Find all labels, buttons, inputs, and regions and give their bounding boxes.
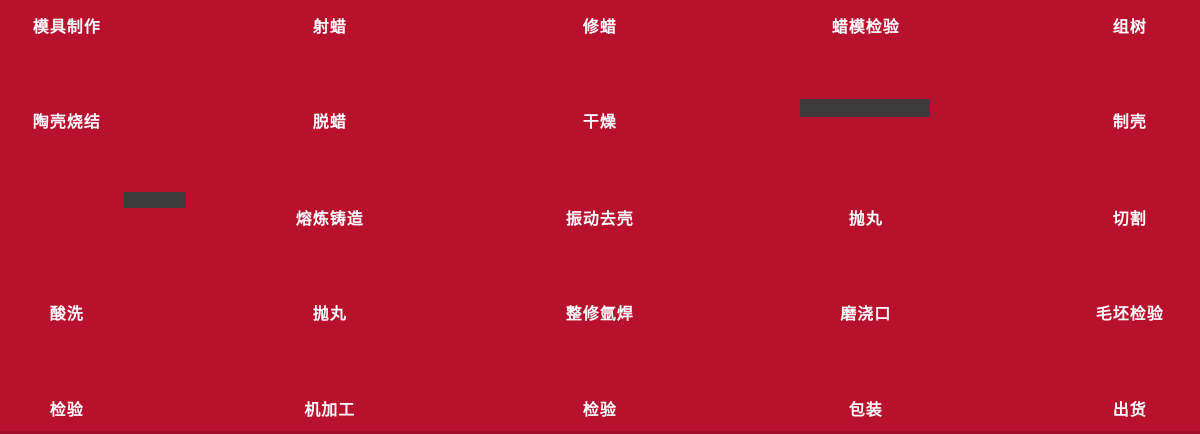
- flow-step: 切割: [1112, 209, 1148, 228]
- flow-step: 包装: [848, 400, 884, 419]
- flow-step: 模具制作: [32, 17, 102, 36]
- flow-step: 组树: [1112, 17, 1148, 36]
- flow-step: 检验: [582, 400, 618, 419]
- flow-step: 干燥: [582, 112, 618, 131]
- section-bottom-edge: [0, 431, 1200, 434]
- placeholder-block: [124, 192, 186, 208]
- flow-step: 振动去壳: [565, 209, 635, 228]
- placeholder-block: [800, 99, 930, 117]
- flow-step: 抛丸: [848, 209, 884, 228]
- flow-step: 蜡模检验: [831, 17, 901, 36]
- flow-step: 射蜡: [312, 17, 348, 36]
- flow-step: 磨浇口: [840, 304, 892, 323]
- flow-step: 陶壳烧结: [32, 112, 102, 131]
- flow-step: 检验: [49, 400, 85, 419]
- flow-step: 熔炼铸造: [295, 209, 365, 228]
- flow-step: 酸洗: [49, 304, 85, 323]
- flow-step: 修蜡: [582, 17, 618, 36]
- flow-step: 机加工: [304, 400, 356, 419]
- flow-step: 出货: [1112, 400, 1148, 419]
- flow-step: 抛丸: [312, 304, 348, 323]
- flow-step: 整修氩焊: [565, 304, 635, 323]
- flow-step: 脱蜡: [312, 112, 348, 131]
- flow-step: 毛坯检验: [1095, 304, 1165, 323]
- flow-step: 制壳: [1112, 112, 1148, 131]
